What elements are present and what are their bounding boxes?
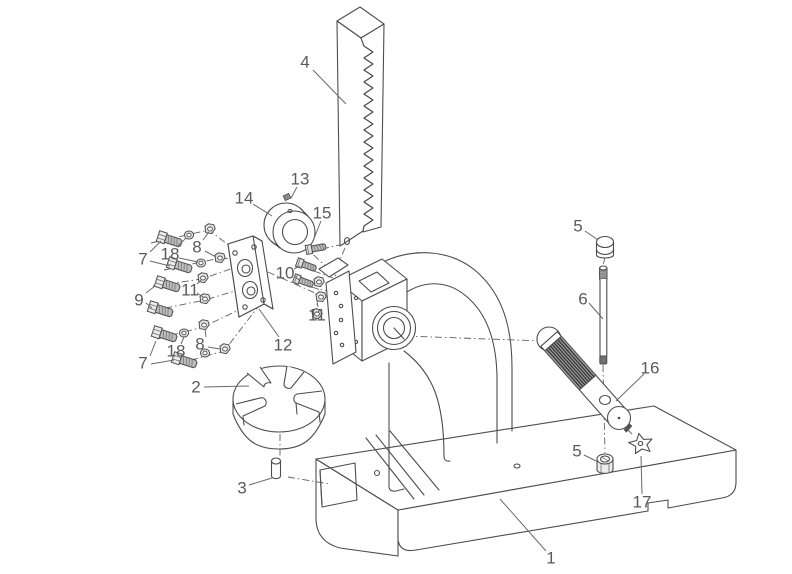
part-3-label: 3	[237, 479, 246, 498]
nut-8b	[214, 252, 226, 264]
shaft-cross-hole	[598, 394, 612, 406]
table-plate	[232, 365, 326, 450]
part-2-label: 2	[191, 378, 200, 397]
part-8-upper-leader	[202, 231, 210, 241]
part-14-label: 14	[235, 189, 254, 208]
part-6-leader	[588, 302, 604, 320]
part-11-mid-label: 11	[308, 306, 326, 325]
part-10-leader	[293, 265, 301, 270]
part-2-leader	[203, 385, 250, 388]
part-16-label: 16	[641, 359, 660, 378]
pinion-shaft	[536, 326, 632, 431]
part-18-lower-leader	[180, 336, 185, 345]
washer-18c	[178, 328, 190, 338]
part-3-leader	[248, 477, 273, 486]
part-18-lower-label: 18	[167, 342, 186, 361]
part-9-leader	[145, 285, 156, 294]
part-8-lower-leader	[204, 328, 207, 338]
part-15-label: 15	[313, 204, 332, 223]
screw-10b	[291, 273, 315, 290]
part-7-lower-leader	[149, 340, 157, 357]
rack-bar	[336, 6, 385, 247]
part-8-upper-leader	[204, 250, 217, 258]
part-7-lower-leader	[150, 359, 175, 365]
part-5-top-label: 5	[573, 217, 582, 236]
part-1-leader	[499, 498, 547, 552]
nut-11b	[199, 293, 211, 305]
rack-hole	[343, 236, 351, 246]
part-18-upper-leader	[176, 237, 187, 248]
part-15-leader	[312, 220, 322, 242]
base-casting	[315, 405, 737, 557]
nut-8d	[219, 343, 231, 355]
screw-10a	[294, 257, 318, 274]
nut-11d	[315, 291, 327, 303]
part-14-leader	[252, 203, 273, 217]
part-5-top-leader	[584, 230, 599, 241]
part-8-lower-label: 8	[195, 335, 204, 354]
part-17-leader	[640, 455, 643, 495]
cover-plate-12	[227, 235, 274, 318]
part-5-bottom-label: 5	[572, 442, 581, 461]
washer-18b	[195, 258, 207, 268]
part-9-label: 9	[134, 291, 143, 310]
part-13-label: 13	[291, 170, 310, 189]
part-10-leader	[293, 275, 300, 281]
part-11-left-leader	[196, 279, 202, 285]
part-10-label: 10	[276, 264, 295, 283]
pinion-housing	[318, 257, 417, 365]
part-16-leader	[615, 373, 645, 402]
base-pin-hole	[373, 469, 381, 477]
part-11-left-leader	[196, 292, 204, 298]
part-7-lower-label: 7	[138, 354, 147, 373]
frame-column	[382, 252, 513, 492]
table-pin	[270, 457, 282, 480]
bolt-9b	[146, 300, 175, 320]
handle-nut-bottom	[596, 453, 614, 474]
part-7-upper-leader	[149, 260, 171, 267]
part-11-mid-leader	[316, 299, 319, 308]
part-6-label: 6	[578, 290, 587, 309]
part-4-label: 4	[300, 53, 309, 72]
part-17-label: 17	[633, 493, 652, 512]
base-hole	[513, 463, 521, 469]
part-5-bottom-leader	[583, 454, 597, 462]
bolt-9a	[153, 275, 182, 295]
nut-11c	[313, 276, 325, 288]
collar-ring	[263, 202, 316, 254]
part-8-upper-label: 8	[192, 238, 201, 257]
part-18-upper-label: 18	[161, 245, 180, 264]
part-11-left-label: 11	[181, 281, 199, 300]
part-1-label: 1	[546, 549, 555, 568]
part-8-lower-leader	[207, 346, 221, 350]
part-7-upper-leader	[149, 240, 162, 253]
handle-rod	[599, 265, 608, 365]
star-knob	[623, 423, 653, 455]
nut-8a	[204, 223, 216, 235]
gib-plate	[325, 270, 357, 365]
part-12-label: 12	[274, 336, 293, 355]
part-4-leader	[312, 69, 347, 105]
handle-knob-top	[595, 235, 615, 259]
part-9-leader	[145, 302, 153, 309]
part-7-upper-label: 7	[138, 250, 147, 269]
part-12-leader	[258, 308, 280, 338]
part-13-leader	[290, 186, 298, 199]
part-18-upper-leader	[178, 257, 199, 263]
nut-8c	[198, 319, 210, 331]
set-screw-13	[282, 193, 292, 201]
leader-lines	[145, 69, 645, 552]
